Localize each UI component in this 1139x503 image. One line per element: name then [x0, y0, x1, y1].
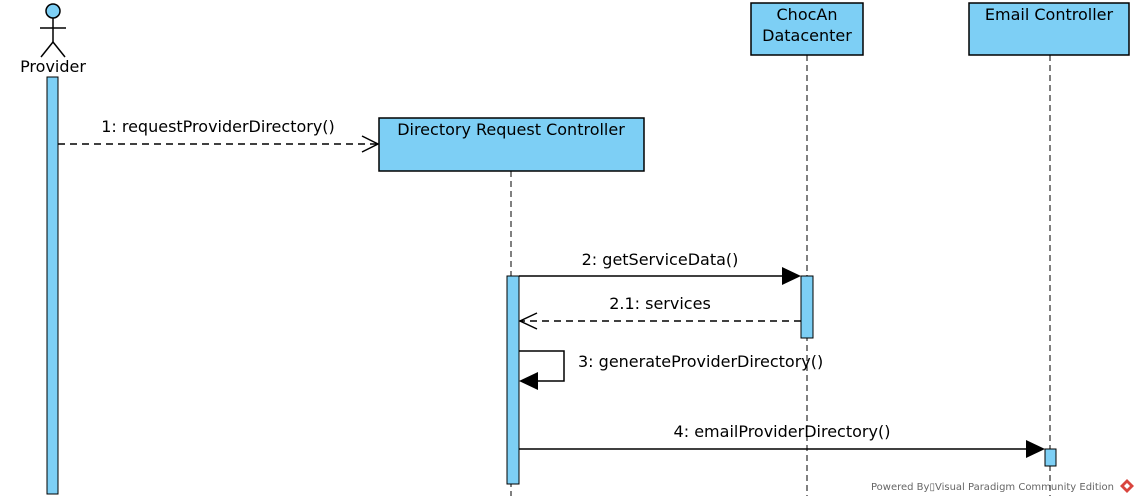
directory-activation-bar [506, 275, 520, 485]
message-3[interactable]: 3: generateProviderDirectory() [519, 350, 823, 390]
message-1-arrowhead [361, 135, 380, 153]
lifeline-email-controller[interactable]: Email Controller [968, 2, 1130, 56]
lifeline-head-box [750, 2, 864, 56]
chocan-activation-bar [800, 275, 814, 339]
lifeline-head-label-line1: ChocAn [777, 5, 838, 24]
message-2-arrowhead [782, 267, 801, 285]
message-1-label: 1: requestProviderDirectory() [101, 117, 335, 136]
lifeline-chocan-datacenter[interactable]: ChocAn Datacenter [750, 2, 864, 56]
actor-label: Provider [20, 57, 86, 76]
actor-head [45, 3, 61, 19]
message-2-label: 2: getServiceData() [582, 250, 739, 269]
message-2-1[interactable]: 2.1: services [518, 294, 801, 330]
lifeline-head-label-line2: Datacenter [762, 26, 852, 45]
message-2-1-arrowhead [518, 312, 538, 330]
actor-left-leg [40, 41, 54, 58]
message-3-label: 3: generateProviderDirectory() [578, 352, 823, 371]
actor-right-leg [52, 41, 66, 58]
message-4-label: 4: emailProviderDirectory() [674, 422, 891, 441]
message-3-line [519, 350, 565, 382]
lifeline-head-label: Email Controller [985, 5, 1114, 24]
lifeline-head-label: Directory Request Controller [397, 120, 625, 139]
message-2[interactable]: 2: getServiceData() [519, 250, 801, 285]
message-2-1-label: 2.1: services [609, 294, 711, 313]
lifeline-head-box [378, 117, 645, 172]
visual-paradigm-logo-icon [1120, 479, 1134, 493]
email-activation-bar [1044, 448, 1057, 467]
lifeline-directory-request-controller[interactable]: Directory Request Controller [378, 117, 645, 172]
watermark: Powered By▯Visual Paradigm Community Edi… [871, 479, 1134, 493]
lifeline-head-box [968, 2, 1130, 56]
message-4-arrowhead [1026, 440, 1045, 458]
message-1[interactable]: 1: requestProviderDirectory() [58, 117, 380, 153]
actor-provider[interactable]: Provider [20, 3, 86, 76]
watermark-text: Powered By▯Visual Paradigm Community Edi… [871, 482, 1114, 493]
message-4[interactable]: 4: emailProviderDirectory() [519, 422, 1045, 458]
message-3-arrowhead [519, 372, 538, 390]
provider-activation-bar [46, 76, 59, 495]
